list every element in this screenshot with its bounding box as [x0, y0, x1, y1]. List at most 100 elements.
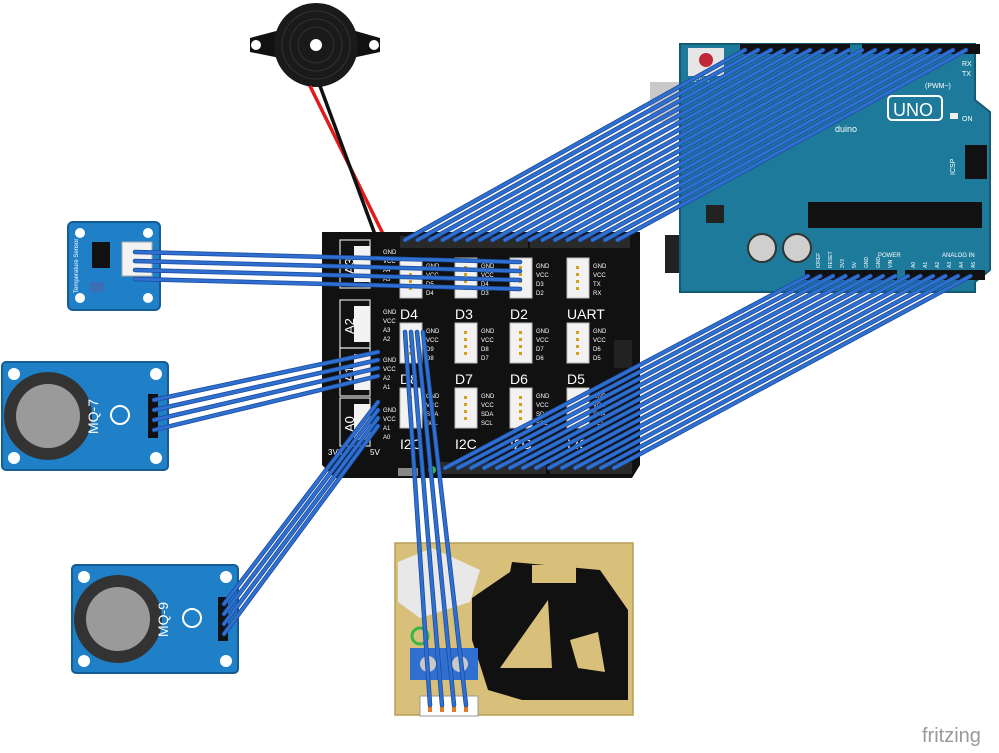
wire-mq7 [152, 358, 380, 412]
shield-pin-label: GND [593, 264, 607, 270]
shield-pin-label: GND [383, 358, 397, 364]
shield-port-label: D2 [510, 306, 528, 322]
analog-pin-label: A3 [947, 262, 953, 268]
wire-analog [521, 274, 885, 470]
shield-pin-label: D6 [593, 347, 601, 353]
power-label: POWER [878, 253, 901, 259]
shield-pin-label: TX [593, 282, 601, 288]
wire-mq7 [152, 366, 380, 422]
wire-digital [616, 48, 968, 242]
shield-pin-label: D6 [536, 356, 544, 362]
shield-pin-label: A3 [383, 277, 391, 283]
shield-pin-label: RX [593, 291, 601, 297]
brand-label: duino [835, 124, 857, 134]
power-pin-label: RESET [828, 251, 834, 268]
rx-label: RX [962, 61, 972, 68]
uno-label: UNO [893, 100, 933, 120]
wire-analog [482, 274, 847, 470]
analog-pin-label: A1 [923, 262, 929, 268]
shield-pin-label: D4 [481, 282, 489, 288]
shield-port-uart-7: GND VCC TX RX UART [566, 257, 607, 322]
shield-pin-label: SDA [481, 412, 493, 418]
wire-analog [508, 274, 872, 470]
shield-pin-label: A4 [383, 268, 391, 274]
wire-digital [453, 48, 799, 242]
wire-digital [466, 48, 812, 242]
digital-header-2 [862, 44, 980, 54]
shield-pin-label: GND [536, 264, 550, 270]
shield-pin-label: VCC [481, 338, 494, 344]
shield-pin-label: GND [536, 394, 550, 400]
wire-digital [491, 48, 838, 242]
shield-pin-label: VCC [536, 403, 549, 409]
power-pin-label: VIN [888, 259, 894, 268]
shield-pin-label: VCC [593, 273, 606, 279]
shield-pin-label: VCC [481, 273, 494, 279]
wire-digital [578, 48, 929, 242]
shield-pin-label: GND [536, 329, 550, 335]
wire-mq7 [152, 350, 380, 402]
shield-pin-label: SCL [481, 421, 493, 427]
power-pin-label: 3V3 [840, 259, 846, 268]
shield-pin-label: GND [383, 310, 397, 316]
wire-analog [443, 274, 810, 470]
shield-pin-label: VCC [383, 319, 396, 325]
shield-port-label: D5 [567, 371, 585, 387]
wire-mq9 [222, 408, 380, 616]
wire-bundle [132, 47, 973, 708]
wire-digital [403, 48, 747, 242]
wire-dust-sensor [421, 330, 468, 707]
buzzer [250, 3, 392, 249]
shield-port-label: D4 [400, 306, 418, 322]
shield-pin-label: VCC [383, 259, 396, 265]
wire-mq9 [222, 416, 380, 626]
shield-pin-label: D5 [593, 356, 601, 362]
shield-pin-label: VCC [536, 273, 549, 279]
wire-digital [591, 48, 942, 242]
shield-pin-label: D4 [426, 291, 434, 297]
analog-pin-label: A5 [971, 262, 977, 268]
shield-pin-label: GND [426, 394, 440, 400]
wire-digital [503, 48, 851, 242]
voltage-label-3v3: 3V3 [328, 448, 343, 457]
shield-pin-label: VCC [481, 403, 494, 409]
wire-temp-sensor [133, 277, 522, 291]
dust-sensor-module [394, 542, 634, 717]
wire-analog [560, 274, 922, 470]
wire-temp-sensor [133, 268, 522, 282]
shield-pin-label: D7 [536, 347, 544, 353]
shield-pin-label: D8 [481, 347, 489, 353]
wire-analog [612, 274, 972, 470]
shield-port-label: D7 [455, 371, 473, 387]
wire-analog [599, 274, 960, 470]
shield-pin-label: GND [481, 394, 495, 400]
wire-analog [456, 274, 822, 470]
shield-pin-label: GND [426, 329, 440, 335]
wire-temp-sensor [133, 259, 522, 273]
mq7-gas-sensor: MQ-7 [1, 361, 169, 471]
power-pin-label: IOREF [816, 253, 822, 268]
shield-pin-label: VCC [536, 338, 549, 344]
shield-pin-label: A1 [383, 426, 391, 432]
microcontroller-chip [808, 202, 982, 228]
analog-pin-label: A4 [959, 262, 965, 268]
temperature-sensor-label: Temperature Sensor [74, 239, 80, 293]
shield-port-label: UART [567, 306, 605, 322]
wire-dust-sensor [403, 330, 432, 707]
tx-label: TX [962, 71, 971, 78]
wire-digital [528, 48, 877, 242]
capacitor-2 [782, 233, 812, 263]
wire-analog [573, 274, 935, 470]
voltage-label-5v: 5V [370, 448, 380, 457]
wire-analog [586, 274, 947, 470]
wire-analog [495, 274, 860, 470]
temperature-sensor-module: Temperature Sensor [67, 221, 161, 311]
reset-button-cap [699, 53, 713, 67]
wire-mq9 [222, 400, 380, 606]
shield-pin-label: D2 [536, 291, 544, 297]
shield-port-label: A0 [342, 416, 357, 432]
shield-pin-label: VCC [593, 338, 606, 344]
fritzing-logo: fritzing [922, 725, 981, 747]
shield-pin-label: D8 [426, 356, 434, 362]
